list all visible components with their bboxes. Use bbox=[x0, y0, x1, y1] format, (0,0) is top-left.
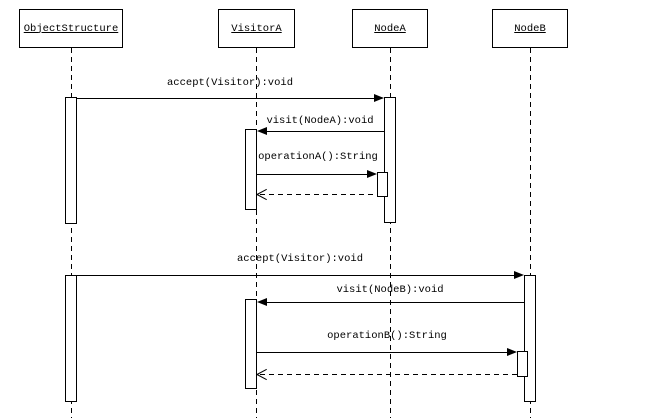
nodeb-header-box: NodeB bbox=[492, 9, 568, 48]
nodeb-nested-activation bbox=[517, 351, 528, 377]
message-label-accept-nodea: accept(Visitor):void bbox=[166, 77, 294, 89]
return-arrow-nodeb-visitora bbox=[260, 374, 517, 375]
call-arrow-accept-nodeb bbox=[77, 275, 516, 276]
call-arrow-operationb bbox=[257, 352, 508, 353]
arrowhead-right-icon bbox=[514, 271, 524, 279]
nodea-lifeline bbox=[390, 48, 391, 418]
visitora-activation-1 bbox=[245, 129, 257, 210]
nodea-label: NodeA bbox=[374, 22, 406, 35]
nodeb-activation bbox=[524, 275, 536, 402]
objectstructure-activation-2 bbox=[65, 275, 77, 402]
objectstructure-header-box: ObjectStructure bbox=[19, 9, 123, 48]
visitora-header-box: VisitorA bbox=[218, 9, 295, 48]
message-label-visit-nodeb: visit(NodeB):void bbox=[336, 284, 444, 296]
message-label-operationb: operationB():String bbox=[327, 330, 447, 342]
visitora-activation-2 bbox=[245, 299, 257, 389]
arrowhead-right-icon bbox=[507, 348, 517, 356]
nodeb-lifeline bbox=[530, 48, 531, 418]
arrowhead-left-icon bbox=[257, 298, 267, 306]
arrowhead-left-icon bbox=[257, 127, 267, 135]
return-arrow-nodea-visitora bbox=[260, 194, 377, 195]
objectstructure-label: ObjectStructure bbox=[23, 22, 119, 35]
call-arrow-accept-nodea bbox=[77, 98, 376, 99]
message-label-operationa: operationA():String bbox=[258, 151, 378, 163]
arrowhead-right-icon bbox=[367, 170, 377, 178]
arrowhead-right-icon bbox=[374, 94, 384, 102]
objectstructure-activation-1 bbox=[65, 97, 77, 224]
call-arrow-operationa bbox=[257, 174, 368, 175]
visitora-lifeline bbox=[256, 48, 257, 418]
call-arrow-visit-nodea bbox=[265, 131, 384, 132]
message-label-visit-nodea: visit(NodeA):void bbox=[266, 115, 374, 127]
visitora-label: VisitorA bbox=[231, 22, 282, 35]
nodea-nested-activation bbox=[377, 172, 388, 197]
message-label-accept-nodeb: accept(Visitor):void bbox=[236, 253, 364, 265]
nodeb-label: NodeB bbox=[514, 22, 546, 35]
call-arrow-visit-nodeb bbox=[265, 302, 524, 303]
nodea-header-box: NodeA bbox=[352, 9, 428, 48]
objectstructure-lifeline bbox=[71, 48, 72, 418]
